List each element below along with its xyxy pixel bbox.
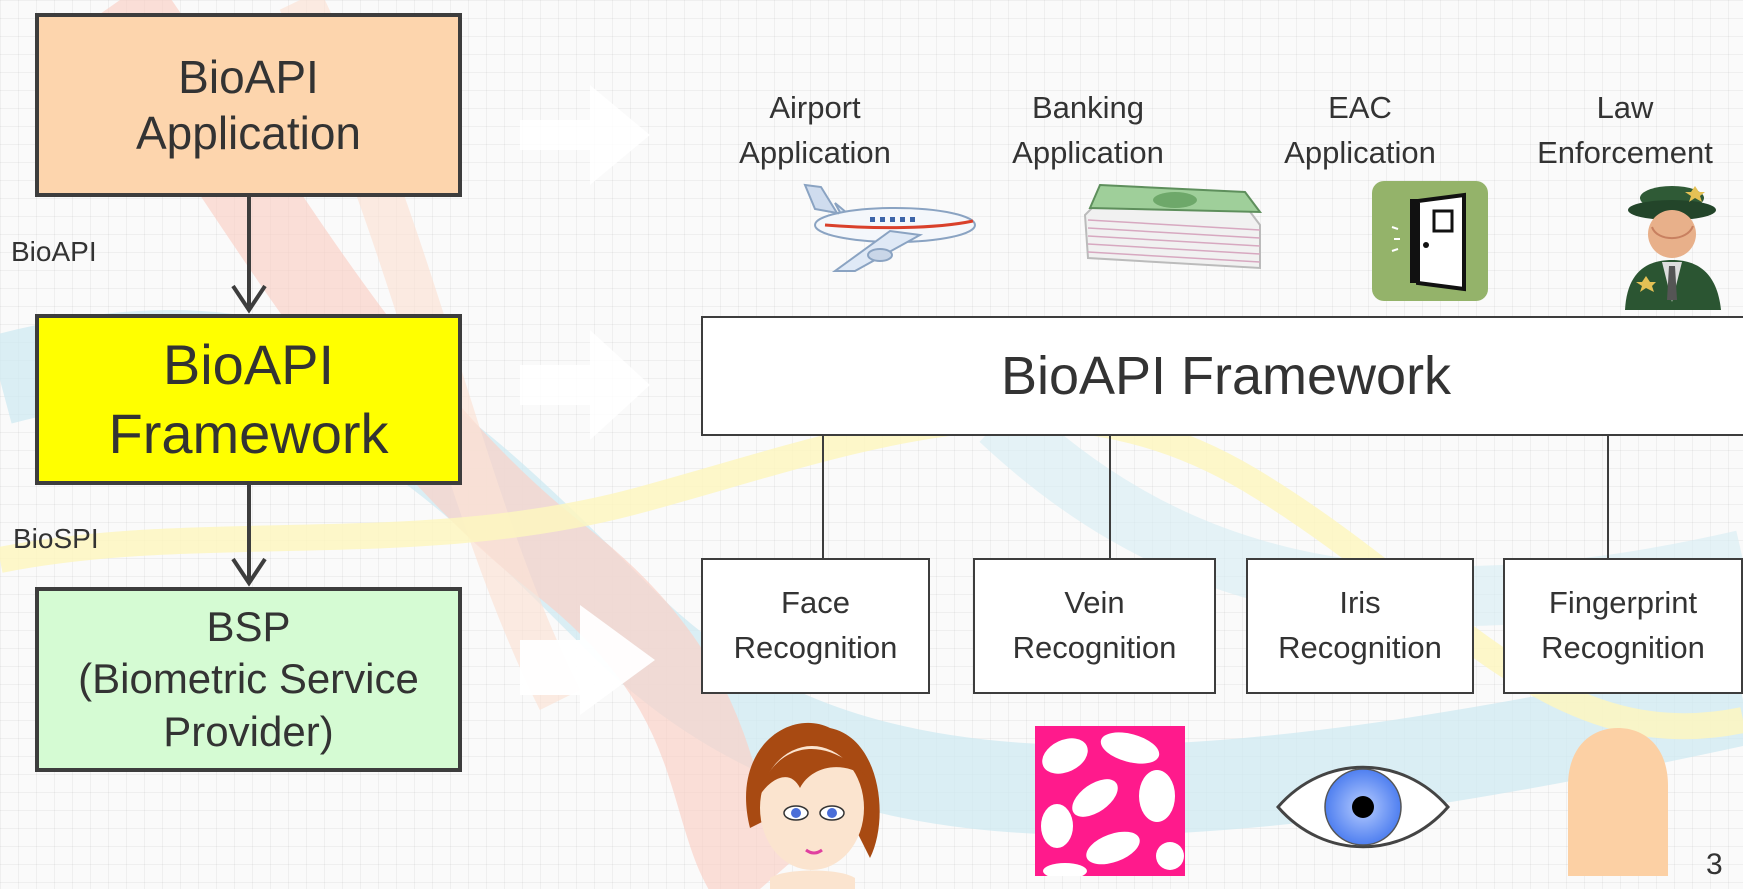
vein-recognition-box: Vein Recognition bbox=[973, 558, 1216, 694]
app-label-airport: Airport Application bbox=[739, 90, 891, 170]
door-icon bbox=[1372, 181, 1488, 301]
face-recognition-label: Face Recognition bbox=[733, 585, 898, 665]
face-recognition-box: Face Recognition bbox=[701, 558, 930, 694]
app-label-eac: EAC Application bbox=[1284, 90, 1436, 170]
bioapi-framework-label: BioAPI Framework bbox=[108, 333, 389, 465]
biospi-interface-label: BioSPI bbox=[13, 523, 99, 554]
face-icon bbox=[746, 722, 880, 889]
iris-recognition-label: Iris Recognition bbox=[1278, 585, 1442, 665]
fingerprint-recognition-box: Fingerprint Recognition bbox=[1503, 558, 1743, 694]
bioapi-interface-label: BioAPI bbox=[11, 236, 97, 267]
stack-arrows bbox=[231, 197, 267, 587]
vein-recognition-label: Vein Recognition bbox=[1012, 585, 1177, 665]
bioapi-application-box: BioAPI Application bbox=[35, 13, 462, 197]
app-label-banking: Banking Application bbox=[1012, 90, 1164, 170]
bioapi-application-label: BioAPI Application bbox=[135, 50, 362, 159]
iris-recognition-box: Iris Recognition bbox=[1246, 558, 1474, 694]
vein-pattern-icon bbox=[1035, 726, 1185, 876]
app-label-law: Law Enforcement bbox=[1537, 90, 1713, 170]
police-officer-icon bbox=[1625, 186, 1721, 310]
fingertip-icon bbox=[1568, 728, 1668, 876]
framework-connectors bbox=[822, 436, 1609, 558]
eye-icon bbox=[1276, 765, 1450, 849]
bioapi-framework-detail-box: BioAPI Framework bbox=[701, 316, 1743, 436]
banknotes-icon bbox=[1083, 183, 1263, 270]
bsp-label: BSP (Biometric Service Provider) bbox=[78, 602, 419, 755]
bioapi-framework-detail-label: BioAPI Framework bbox=[1000, 346, 1452, 406]
bioapi-framework-box: BioAPI Framework bbox=[35, 314, 462, 485]
page-number: 3 bbox=[1706, 848, 1723, 881]
bsp-box: BSP (Biometric Service Provider) bbox=[35, 587, 462, 772]
airplane-icon bbox=[803, 183, 976, 272]
fingerprint-recognition-label: Fingerprint Recognition bbox=[1541, 585, 1705, 665]
